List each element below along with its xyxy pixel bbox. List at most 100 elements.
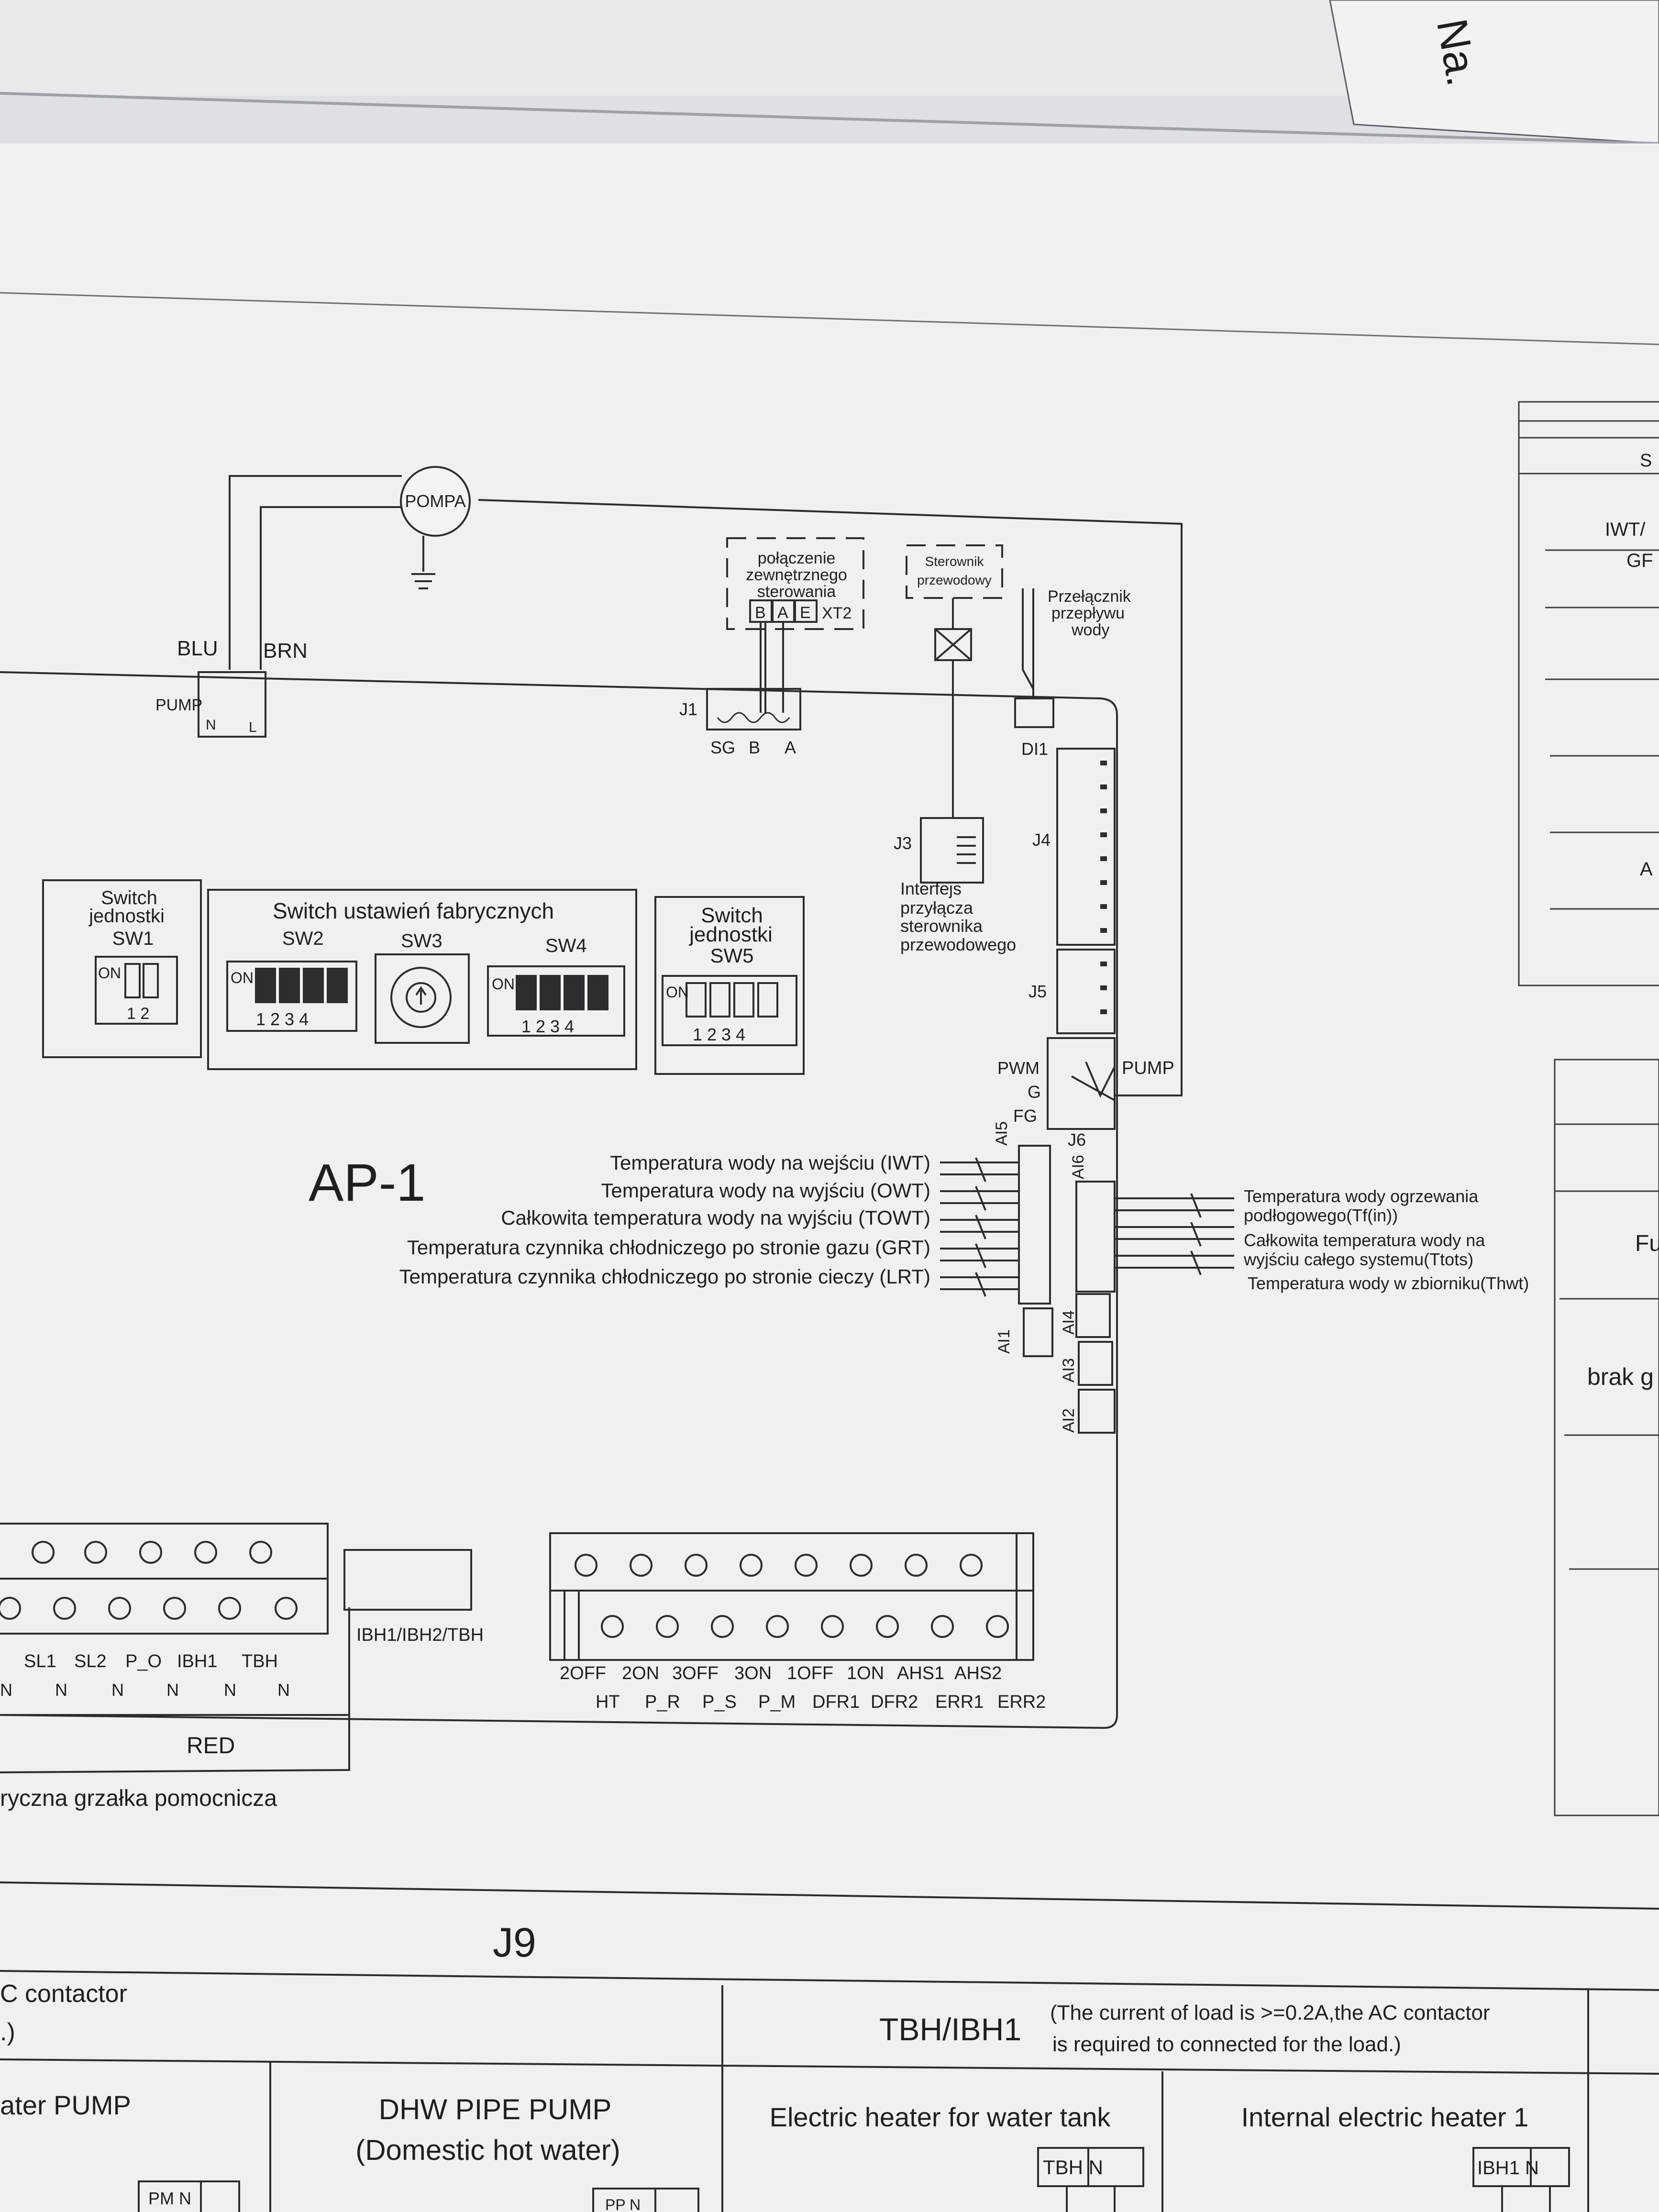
sensor-left-towt: Całkowita temperatura wody na wyjściu (T… bbox=[501, 1206, 930, 1229]
sensor-right-line1: Temperatura wody ogrzewania bbox=[1244, 1186, 1479, 1206]
right-row2-label: DFR1 bbox=[812, 1692, 860, 1712]
j1-label: J1 bbox=[679, 699, 697, 719]
j9-pins-ibh1: IBH1 N bbox=[1477, 2157, 1539, 2179]
sw5-nums: 1 2 3 4 bbox=[693, 1025, 745, 1044]
sw1-name: SW1 bbox=[112, 928, 154, 949]
board-title: AP-1 bbox=[309, 1153, 426, 1212]
j9-pins-pp: PP N bbox=[605, 2196, 641, 2212]
j9-pins-tbh: TBH N bbox=[1043, 2156, 1103, 2179]
ai1-label: AI1 bbox=[995, 1329, 1013, 1354]
j3-label: J3 bbox=[894, 833, 912, 853]
j5-label: J5 bbox=[1029, 982, 1047, 1001]
ext-control-line2: zewnętrznego bbox=[746, 566, 847, 584]
wired-ctrl-line2: przewodowy bbox=[917, 573, 992, 587]
sensor-left-owt: Temperatura wody na wyjściu (OWT) bbox=[601, 1179, 930, 1202]
wired-ctrl-line1: Sterownik bbox=[925, 554, 984, 569]
sw5-name: SW5 bbox=[710, 944, 753, 967]
factory-sw2: SW2 bbox=[282, 928, 324, 949]
left-terminal-screws bbox=[0, 1541, 298, 1620]
flow-switch-line3: wody bbox=[1071, 621, 1109, 639]
j3-line1: Interfejs bbox=[900, 879, 962, 898]
j9-tbh-note1: (The current of load is >=0.2A,the AC co… bbox=[1050, 2001, 1490, 2024]
j1-pin-a: A bbox=[785, 738, 796, 757]
sw5-on: ON bbox=[666, 984, 689, 1001]
ext-control-line3: sterowania bbox=[757, 583, 836, 601]
j4-label: J4 bbox=[1032, 830, 1051, 850]
sw5-dip-switch[interactable] bbox=[662, 975, 797, 1046]
j9-cell-internal-heater: Internal electric heater 1 bbox=[1241, 2102, 1529, 2132]
side-table-cell: A bbox=[1640, 859, 1653, 880]
left-top-label: SL1 bbox=[24, 1651, 56, 1671]
left-bottom-label: N bbox=[166, 1680, 179, 1700]
pump-pin-n: N bbox=[206, 717, 216, 733]
side-table bbox=[1518, 401, 1659, 1816]
factory-sw3: SW3 bbox=[401, 930, 442, 951]
pump-pin-l: L bbox=[249, 719, 257, 735]
j3-line4: przewodowego bbox=[900, 935, 1016, 954]
di1-label: DI1 bbox=[1021, 739, 1048, 759]
j1-pin-sg: SG bbox=[710, 738, 735, 757]
ai6-label: AI6 bbox=[1069, 1155, 1087, 1179]
left-top-label: SL2 bbox=[74, 1651, 107, 1671]
pump-terminal-label: PUMP bbox=[155, 696, 202, 714]
j6-label: J6 bbox=[1068, 1130, 1086, 1150]
left-bottom-label: N bbox=[55, 1680, 67, 1700]
sensor-right-line4: wyjściu całego systemu(Ttots) bbox=[1243, 1250, 1473, 1269]
side-table-cell: Fu bbox=[1635, 1231, 1659, 1256]
right-row1-label: 3ON bbox=[734, 1663, 772, 1683]
sw1-dip-switch[interactable] bbox=[95, 956, 178, 1025]
flow-switch-line2: przepływu bbox=[1051, 604, 1125, 622]
left-bottom-label: N bbox=[277, 1680, 290, 1700]
sensor-right-line2: podłogowego(Tf(in)) bbox=[1244, 1206, 1398, 1225]
j6-pin-fg: FG bbox=[1013, 1106, 1037, 1126]
sensor-right-line3: Całkowita temperatura wody na bbox=[1244, 1230, 1485, 1250]
side-table-cell: IWT/ bbox=[1605, 519, 1646, 540]
left-bottom-label: N bbox=[224, 1680, 236, 1700]
pump-wire-brn: BRN bbox=[263, 639, 308, 663]
sw4-dip-switch[interactable] bbox=[487, 965, 625, 1037]
ai4-label: AI4 bbox=[1060, 1310, 1078, 1335]
right-row2-label: P_R bbox=[645, 1692, 680, 1712]
right-row2-label: P_M bbox=[758, 1692, 796, 1712]
side-table-cell: brak g bbox=[1587, 1363, 1654, 1390]
left-bottom-label: N bbox=[0, 1680, 12, 1700]
j3-line3: sterownika bbox=[900, 916, 983, 936]
right-row1-label: 2OFF bbox=[560, 1663, 606, 1683]
right-terminal-screws bbox=[575, 1554, 1009, 1638]
pump-wire-blu: BLU bbox=[177, 637, 218, 660]
ext-pin-a: A bbox=[777, 604, 788, 622]
sw3-rotary-switch[interactable] bbox=[375, 953, 470, 1044]
left-bottom-label: N bbox=[111, 1680, 124, 1700]
j9-pins-pm: PM N bbox=[148, 2189, 191, 2208]
right-row1-label: AHS2 bbox=[954, 1663, 1002, 1683]
j6-pump: PUMP bbox=[1122, 1058, 1174, 1078]
sw1-line2: jednostki bbox=[88, 906, 165, 927]
ext-connector: XT2 bbox=[822, 604, 852, 622]
j9-left-head: C contactor bbox=[0, 1980, 127, 2008]
sw5-line2: jednostki bbox=[688, 923, 773, 946]
sensor-left-grt: Temperatura czynnika chłodniczego po str… bbox=[407, 1236, 930, 1259]
j9-cell-dhw-pump-sub: (Domestic hot water) bbox=[355, 2134, 620, 2166]
pump-label: POMPA bbox=[405, 491, 465, 511]
right-row2-label: ERR2 bbox=[997, 1692, 1046, 1712]
right-row1-label: 2ON bbox=[622, 1663, 659, 1683]
sw2-nums: 1 2 3 4 bbox=[256, 1009, 309, 1029]
sensor-left-iwt: Temperatura wody na wejściu (IWT) bbox=[610, 1151, 930, 1174]
factory-title: Switch ustawień fabrycznych bbox=[273, 898, 554, 923]
sensor-left-lrt: Temperatura czynnika chłodniczego po str… bbox=[399, 1265, 930, 1288]
sw1-line1: Switch bbox=[101, 887, 157, 908]
right-row2-label: ERR1 bbox=[935, 1692, 984, 1712]
j9-left-head2: .) bbox=[0, 2018, 15, 2046]
j9-tbh-title: TBH/IBH1 bbox=[879, 2012, 1021, 2047]
ai5-label: AI5 bbox=[993, 1121, 1011, 1146]
ext-pin-b: B bbox=[755, 604, 766, 622]
heater-caption: ryczna grzałka pomocnicza bbox=[0, 1786, 277, 1811]
left-top-label: TBH bbox=[242, 1651, 278, 1671]
sw2-dip-switch[interactable] bbox=[226, 961, 357, 1032]
sensor-right-line5: Temperatura wody w zbiorniku(Thwt) bbox=[1248, 1273, 1529, 1293]
j1-pin-b: B bbox=[749, 738, 760, 757]
right-row2-label: HT bbox=[596, 1692, 620, 1712]
right-row2-label: P_S bbox=[702, 1692, 737, 1712]
ext-control-line1: połączenie bbox=[758, 549, 836, 567]
j9-cell-water-pump: ater PUMP bbox=[0, 2090, 131, 2120]
